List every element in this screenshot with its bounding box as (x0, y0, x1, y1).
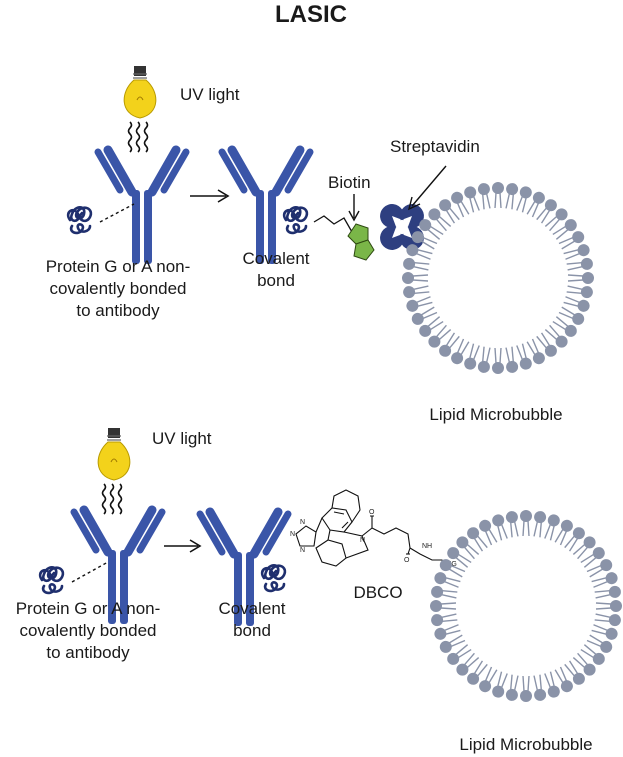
lipid-unit (429, 584, 459, 602)
top-panel: UV light Protein G or A non- covalently … (46, 65, 595, 424)
lipid-unit (519, 675, 533, 703)
protein-label-2-line3: to antibody (46, 643, 130, 662)
noncovalent-dashed-line-2 (71, 561, 109, 583)
lipid-unit (502, 345, 520, 375)
protein-coil-icon (66, 205, 93, 235)
lipid-unit (504, 673, 522, 703)
covalent-label-line1: Covalent (242, 249, 309, 268)
uv-light-label: UV light (180, 85, 240, 104)
protein-coil-bound-icon-2 (260, 563, 287, 593)
protein-label-2-line1: Protein G or A non- (16, 599, 161, 618)
lipid-unit (595, 599, 623, 613)
chem-label-o-top: O (369, 509, 375, 516)
lipid-unit (504, 509, 522, 539)
lipid-microbubble-bottom (429, 509, 623, 703)
lipid-unit (593, 584, 623, 602)
protein-label-line2: covalently bonded (49, 279, 186, 298)
lipid-unit (429, 599, 457, 613)
reaction-arrow-icon-2 (164, 539, 202, 553)
uv-light-label-2: UV light (152, 429, 212, 448)
lipid-unit (530, 673, 548, 703)
lipid-unit (519, 509, 533, 537)
chem-label-nh: NH (422, 543, 432, 550)
covalent-label-line2: bond (257, 271, 295, 290)
uv-bulb-icon-2 (97, 427, 131, 481)
uv-bulb-icon (123, 65, 157, 119)
streptavidin-arrow-icon (407, 165, 447, 211)
protein-coil-icon-2 (38, 565, 65, 595)
lipid-unit (593, 610, 623, 628)
lipid-unit (502, 181, 520, 211)
chem-label-n3: N (300, 547, 305, 554)
lipid-unit (476, 181, 494, 211)
dbco-label: DBCO (353, 583, 402, 602)
biotin-arrow-icon (348, 194, 360, 222)
streptavidin-label: Streptavidin (390, 137, 480, 156)
covalent-label-2-line1: Covalent (218, 599, 285, 618)
lipid-unit (565, 282, 595, 300)
lipid-unit (567, 271, 595, 285)
lipid-unit (401, 256, 431, 274)
covalent-label-2-line2: bond (233, 621, 271, 640)
microbubble-label-bottom: Lipid Microbubble (459, 735, 592, 754)
biotin-icon (347, 223, 375, 261)
lipid-microbubble-top (401, 181, 595, 375)
microbubble-label-top: Lipid Microbubble (429, 405, 562, 424)
lipid-unit (491, 347, 505, 375)
protein-coil-bound-icon (282, 205, 309, 235)
protein-label-2-line2: covalently bonded (19, 621, 156, 640)
bottom-panel: UV light Protein G or A non- covalently … (16, 427, 623, 754)
lipid-unit (491, 181, 505, 209)
lipid-unit (476, 345, 494, 375)
protein-label-line1: Protein G or A non- (46, 257, 191, 276)
linker-chain (313, 215, 353, 233)
lipid-unit (401, 271, 429, 285)
lipid-unit (429, 610, 459, 628)
uv-rays-icon (127, 121, 149, 153)
noncovalent-dashed-line (99, 203, 135, 223)
antibody-icon (98, 150, 186, 264)
page-title: LASIC (275, 1, 347, 28)
protein-label-line3: to antibody (76, 301, 160, 320)
reaction-arrow-icon (190, 189, 230, 203)
uv-rays-icon-2 (101, 483, 123, 515)
lipid-unit (530, 509, 548, 539)
chem-label-n1: N (290, 531, 295, 538)
biotin-label: Biotin (328, 173, 371, 192)
dbco-structure (295, 489, 449, 567)
chem-label-n2: N (300, 519, 305, 526)
chem-label-o-bottom: O (404, 557, 410, 564)
lipid-unit (565, 256, 595, 274)
chem-label-n-ring: N (360, 537, 365, 544)
lipid-unit (401, 282, 431, 300)
